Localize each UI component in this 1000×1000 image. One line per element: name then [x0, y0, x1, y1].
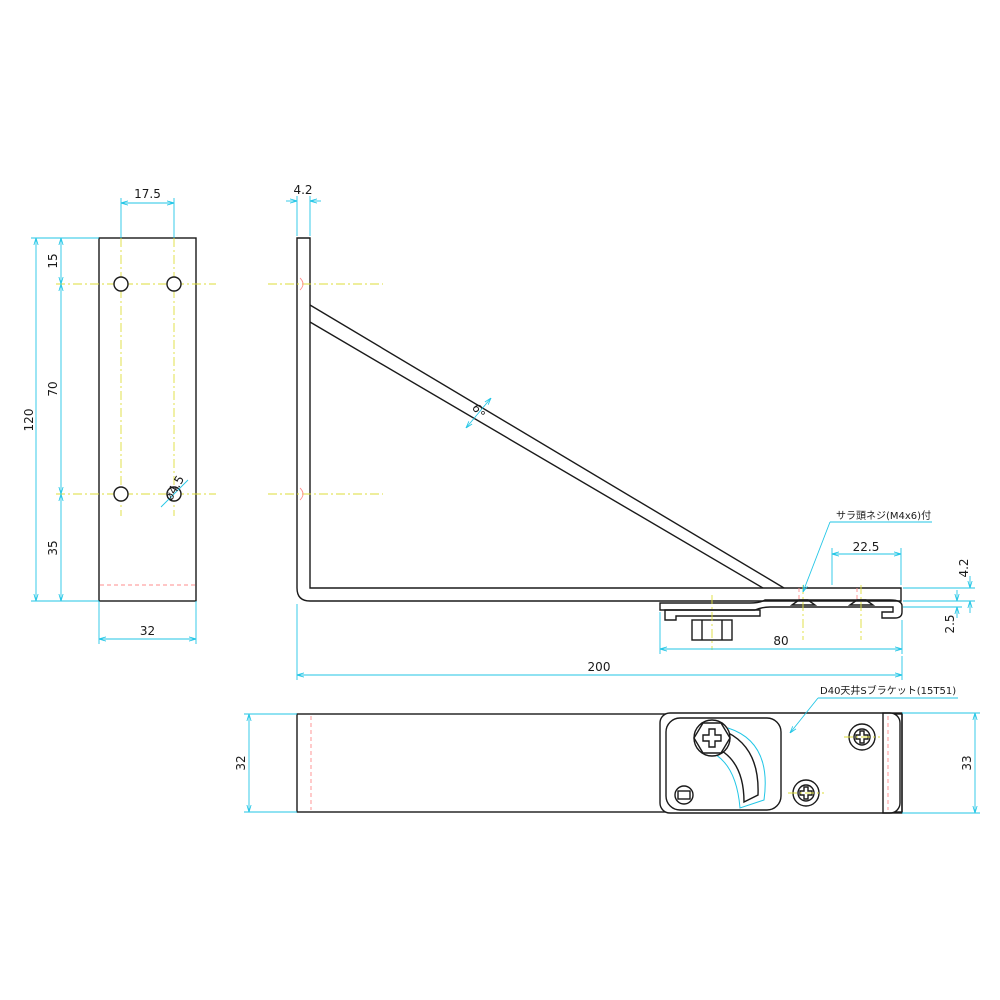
diagonal-strut-upper: [309, 304, 785, 589]
cam-screw-head: [693, 719, 731, 757]
screw-note-label: サラ頭ネジ(M4x6)付: [836, 509, 931, 522]
dim-label-80: 80: [773, 634, 788, 648]
side-hidden-hole-bottom: [299, 487, 304, 501]
dim-label-plan-32: 32: [234, 755, 248, 770]
bracket-note-label: D40天井Sブラケット(15T51): [820, 684, 956, 697]
phillips-cross-icon-upper: [855, 730, 869, 744]
plan-bracket-end-flange: [882, 712, 903, 814]
mounting-hole-bottom-left: [113, 486, 129, 502]
bracket-note-leader: [790, 697, 819, 733]
screw-head-left: [789, 599, 818, 606]
cam-screw-hex: [693, 722, 731, 754]
dim-label-70: 70: [46, 381, 60, 396]
dim-label-120: 120: [22, 409, 36, 432]
s-bracket-profile: [659, 599, 903, 619]
side-view: 4.2 6° サラ頭ネジ(M4x6)付 22.5: [268, 183, 975, 680]
dim-label-2-5: 2.5: [943, 614, 957, 633]
hole-diameter-label: ø4.5: [162, 473, 187, 503]
dim-label-32: 32: [140, 624, 155, 638]
mounting-hole-top-right: [166, 276, 182, 292]
ceiling-s-bracket-side: [659, 585, 903, 650]
phillips-cross-icon-lower: [799, 786, 813, 800]
s-bracket-lower-plate: [664, 609, 761, 621]
dim-label-plan-33: 33: [960, 755, 974, 770]
plan-small-square: [677, 790, 691, 800]
plan-small-hole: [674, 785, 694, 805]
l-bracket-outline: [296, 237, 902, 602]
plan-s-bracket-inner: [665, 717, 782, 811]
phillips-cross-icon: [702, 728, 722, 748]
screw-note-leader: [803, 521, 831, 592]
dim-label-17-5: 17.5: [134, 187, 161, 201]
screw-head-right: [847, 599, 876, 606]
dim-label-35: 35: [46, 540, 60, 555]
front-plate-outline: [98, 237, 197, 602]
strut-width-dim-line: [466, 398, 491, 428]
hole-diameter-leader: [160, 479, 189, 508]
front-view: 17.5 120 15 70 35 32 ø4.5: [22, 187, 216, 644]
strut-width-label: 6°: [469, 402, 488, 421]
dim-label-200: 200: [588, 660, 611, 674]
dim-label-22-5: 22.5: [853, 540, 880, 554]
curved-slot: [710, 729, 759, 804]
plan-view: D40天井Sブラケット(15T51) 32 33: [234, 684, 980, 814]
side-hidden-hole-top: [299, 277, 304, 291]
dim-label-4-2-top: 4.2: [293, 183, 312, 197]
mounting-hole-top-left: [113, 276, 129, 292]
curved-slot-highlight: [705, 727, 766, 809]
dim-label-4-2-right: 4.2: [957, 558, 971, 577]
dim-label-15: 15: [46, 253, 60, 268]
diagonal-strut-lower: [309, 321, 764, 589]
